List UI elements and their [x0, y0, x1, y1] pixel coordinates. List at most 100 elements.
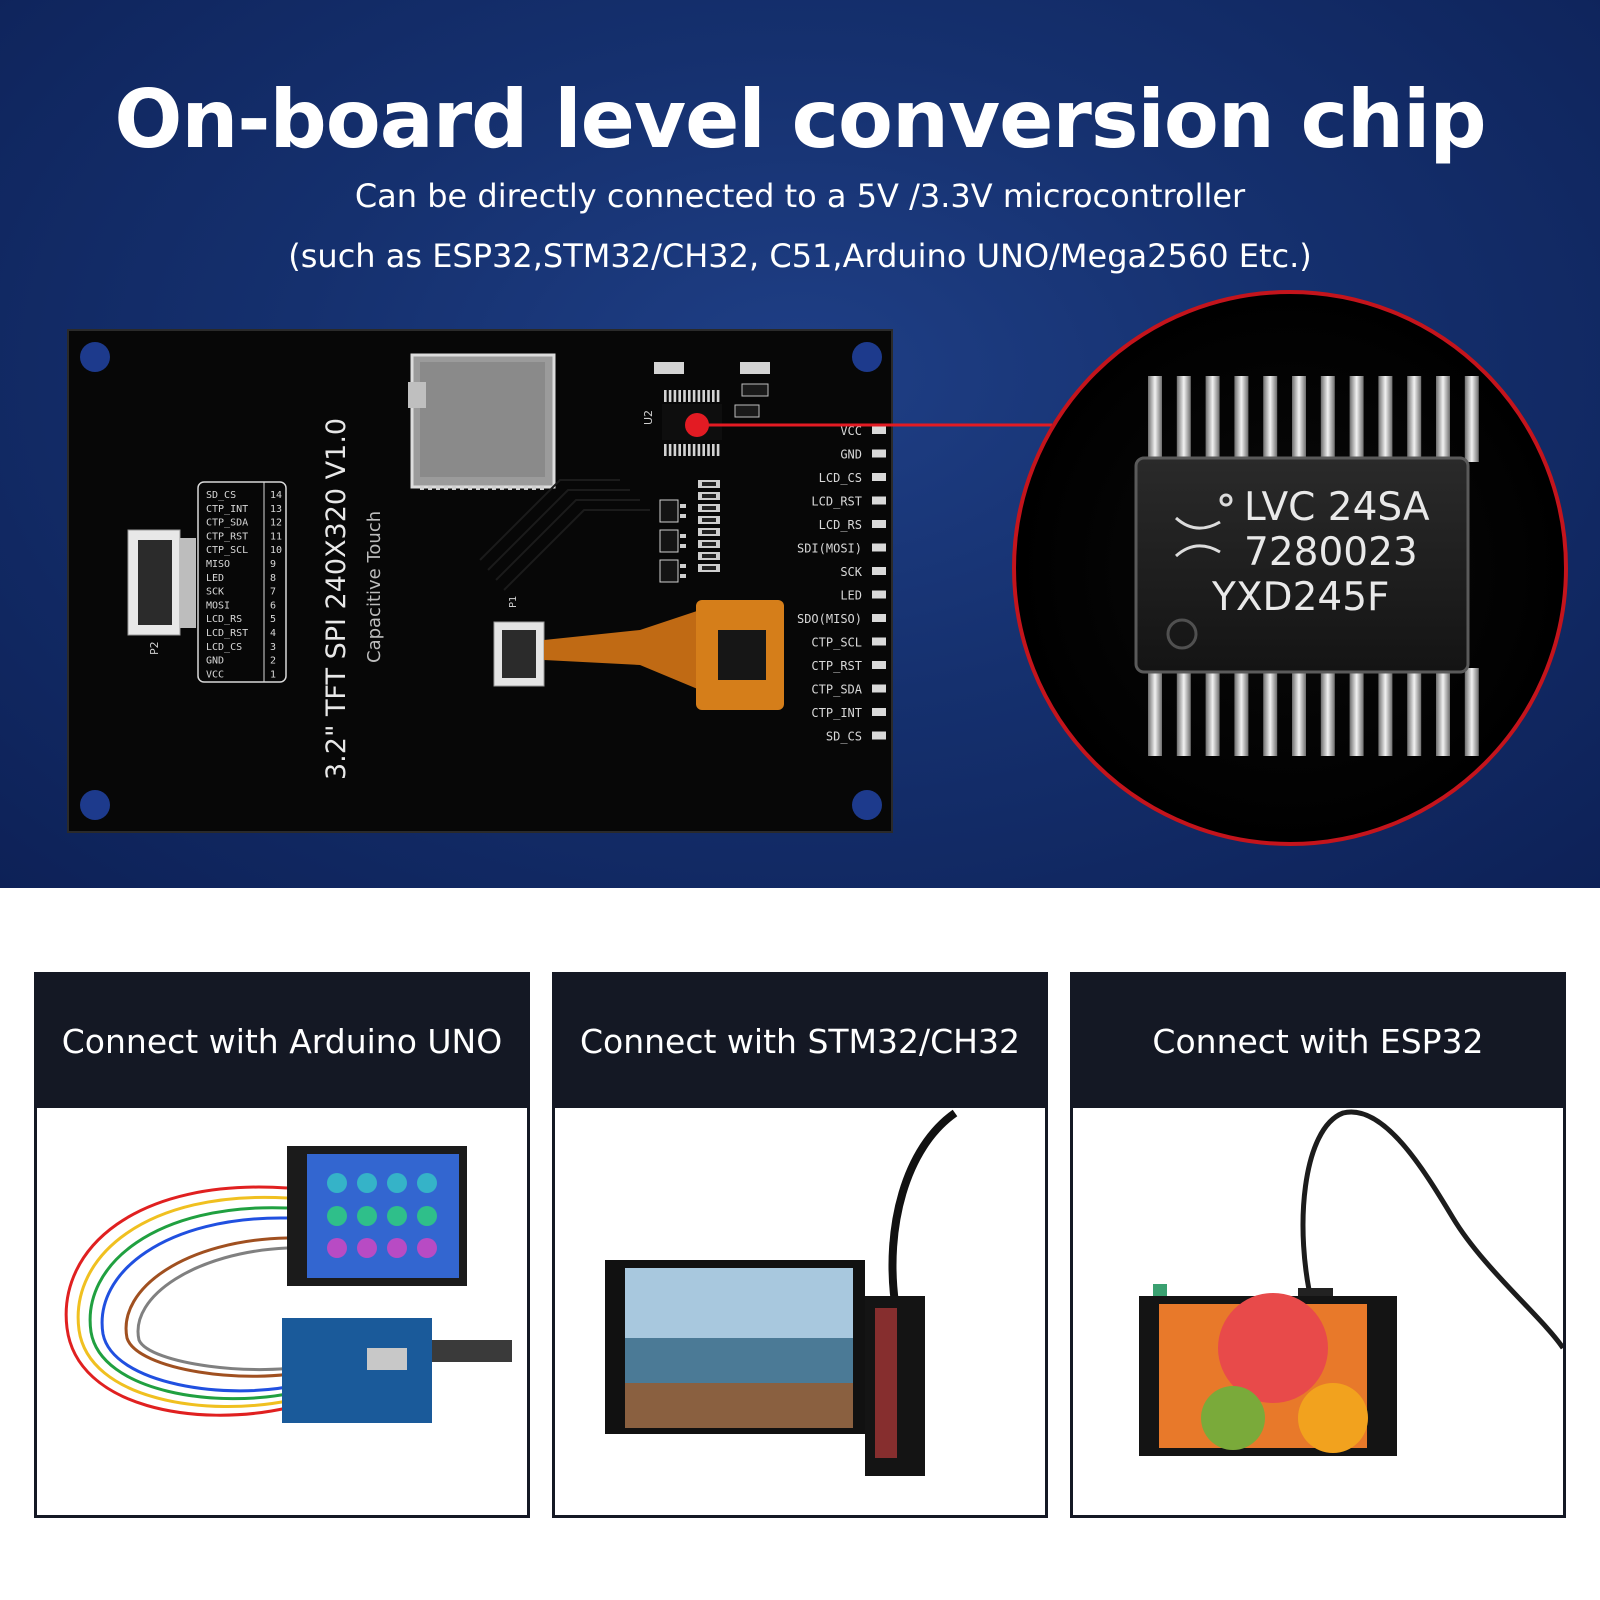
usb-cable — [888, 1109, 958, 1304]
pin-number: 12 — [270, 518, 282, 529]
pin-number: 9 — [270, 559, 276, 570]
header-pin-label: LCD_CS — [819, 471, 862, 485]
header-pin-label: CTP_SCL — [811, 636, 862, 650]
pin-number: 11 — [270, 531, 282, 542]
header-pin — [872, 731, 886, 740]
mounting-hole — [852, 342, 882, 372]
hero-subtitle-examples: (such as ESP32,STM32/CH32, C51,Arduino U… — [288, 237, 1312, 275]
header-pin-label: SCK — [840, 565, 862, 579]
photo-stm32 — [605, 1109, 958, 1476]
header-pin-label: LED — [840, 589, 862, 603]
header-pin-label: CTP_RST — [811, 659, 862, 673]
hero-subtitle: Can be directly connected to a 5V /3.3V … — [354, 177, 1246, 215]
arduino-board — [282, 1318, 432, 1423]
header-pin-label: SD_CS — [826, 730, 862, 744]
header-pin — [872, 684, 886, 693]
board-touch-label: Capacitive Touch — [364, 511, 385, 663]
panel-title: Connect with Arduino UNO — [37, 975, 527, 1108]
pin-number: 3 — [270, 642, 276, 653]
chip-marking-line2: 7280023 — [1244, 530, 1418, 575]
pin-name: VCC — [206, 669, 224, 680]
pin-name: GND — [206, 656, 224, 667]
pin-number: 5 — [270, 614, 276, 625]
panel-title: Connect with ESP32 — [1073, 975, 1563, 1108]
panel-arduino-uno: Connect with Arduino UNO — [34, 972, 530, 1518]
chip-marking-line3: YXD245F — [1211, 575, 1389, 620]
header-pin — [872, 496, 886, 505]
header-pin-label: CTP_INT — [811, 706, 862, 720]
chip-package — [1134, 456, 1470, 674]
header-pin-label: GND — [840, 448, 862, 462]
pin-number: 14 — [270, 490, 282, 501]
pin-number: 13 — [270, 504, 282, 515]
header-pin-label: CTP_SDA — [811, 683, 862, 697]
pin-number: 2 — [270, 656, 276, 667]
pin-name: CTP_SDA — [206, 518, 248, 529]
pin-header: VCC GND LCD_CS LCD_RST LCD_RS SDI(MOSI) SCK LED… — [797, 424, 886, 744]
header-pin-label: VCC — [840, 424, 862, 438]
header-pin — [872, 543, 886, 552]
header-pin — [872, 520, 886, 528]
pin-number: 4 — [270, 628, 276, 639]
pin-number: 6 — [270, 600, 276, 611]
header-pin — [872, 590, 886, 599]
header-pin — [872, 567, 886, 575]
mounting-hole — [80, 342, 110, 372]
header-pin — [872, 614, 886, 622]
pin-name: CTP_SCL — [206, 545, 248, 556]
chip-zoom-view: LVC 24SA 7280023 YXD245F — [1012, 290, 1568, 846]
panel-stm32: Connect with STM32/CH32 — [552, 972, 1048, 1518]
header-pin — [872, 708, 886, 716]
connector-label-p2: P2 — [148, 641, 161, 655]
hero-title: On-board level conversion chip — [114, 73, 1486, 166]
pin-name: LCD_RST — [206, 628, 248, 639]
panel-esp32: Connect with ESP32 — [1070, 972, 1566, 1518]
pin-number: 1 — [270, 669, 276, 680]
header-pin — [872, 426, 886, 434]
pin-number: 7 — [270, 587, 276, 598]
pin-name: SCK — [206, 587, 224, 598]
nexperia-logo-icon — [1174, 493, 1233, 558]
pin-name: LCD_RS — [206, 614, 242, 625]
photo-esp32 — [1139, 1109, 1563, 1456]
pin-name: MOSI — [206, 600, 230, 611]
header-pin — [872, 661, 886, 669]
header-pin-label: LCD_RST — [811, 495, 862, 509]
pin-table: 14SD_CS13CTP_INT12CTP_SDA11CTP_RST10CTP_… — [197, 481, 287, 683]
header-pin — [872, 637, 886, 646]
touch-flex-connector-p1: P1 — [493, 596, 784, 710]
header-pin-label: SDO(MISO) — [797, 612, 862, 626]
jumper-wires — [64, 1185, 318, 1417]
pin1-dimple — [1166, 618, 1198, 650]
sd-card-slot — [408, 353, 556, 490]
pin-number: 8 — [270, 573, 276, 584]
chip-marking-line1: LVC 24SA — [1244, 485, 1430, 530]
pin-name: SD_CS — [206, 490, 236, 501]
chip-label-u2: U2 — [642, 410, 655, 425]
ffc-connector-p2: P2 — [127, 529, 196, 655]
level-shifter-chip-on-board — [662, 390, 722, 456]
panel-title: Connect with STM32/CH32 — [555, 975, 1045, 1108]
header-pin — [872, 449, 886, 458]
hero-banner: On-board level conversion chip Can be di… — [0, 0, 1600, 888]
header-pin-label: LCD_RS — [819, 518, 862, 532]
mounting-hole — [80, 790, 110, 820]
pin-name: LCD_CS — [206, 642, 242, 653]
pcb-illustration: P2 14SD_CS13CTP_INT12CTP_SDA11CTP_RST10C… — [67, 290, 1568, 846]
pcb-traces — [479, 479, 650, 591]
usb-cable — [1300, 1109, 1563, 1350]
smd-components: U2 — [642, 362, 770, 425]
usb-cable — [432, 1340, 512, 1362]
pin-name: LED — [206, 573, 224, 584]
pin-name: CTP_RST — [206, 531, 248, 542]
photo-arduino-uno — [64, 1146, 512, 1423]
header-pin-label: SDI(MOSI) — [797, 542, 862, 556]
board-model-label: 3.2" TFT SPI 240X320 V1.0 — [321, 418, 352, 780]
header-pin — [872, 473, 886, 481]
pin-name: CTP_INT — [206, 504, 248, 515]
pin-name: MISO — [206, 559, 230, 570]
connector-label-p1: P1 — [508, 596, 519, 608]
pin-number: 10 — [270, 545, 282, 556]
resistor-array — [659, 480, 720, 583]
mounting-hole — [852, 790, 882, 820]
